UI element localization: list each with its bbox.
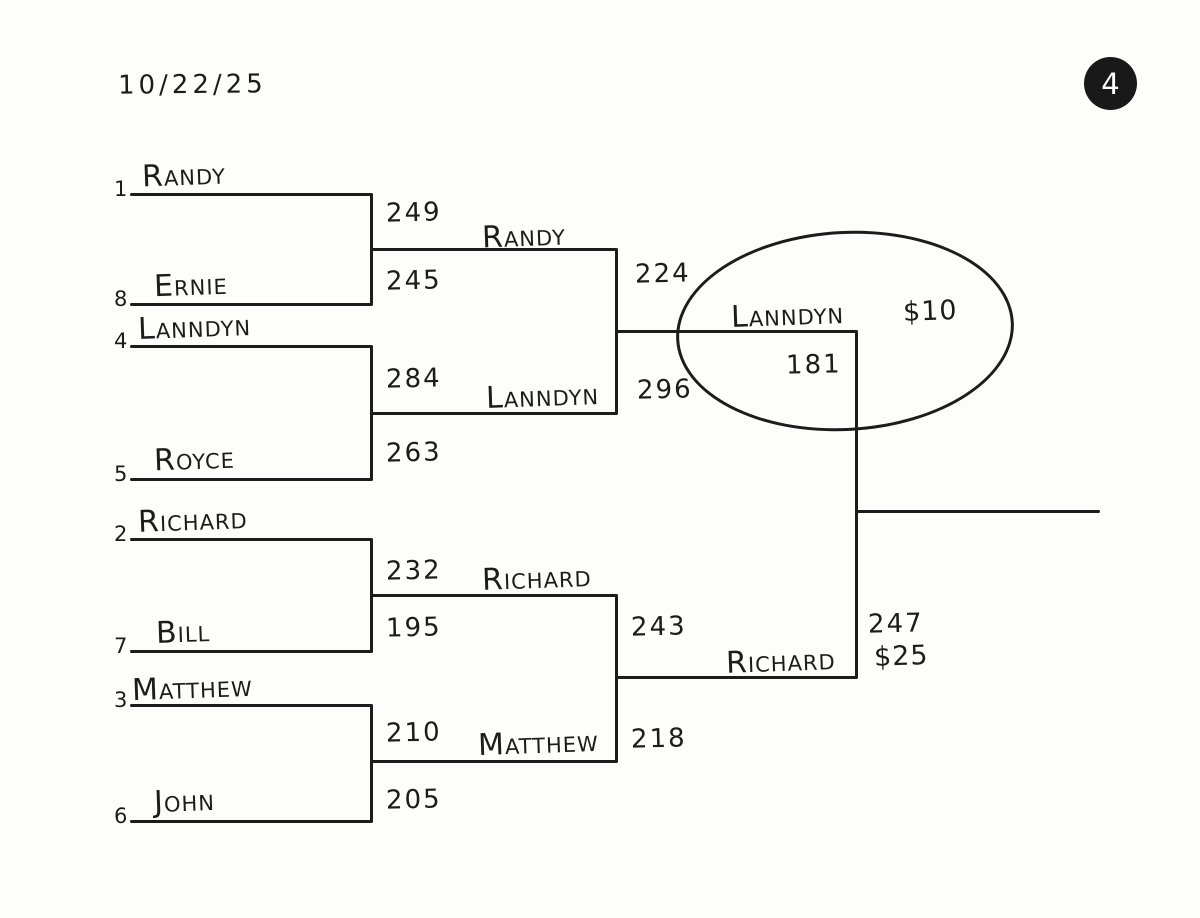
player-name-bill: Bill bbox=[155, 614, 211, 651]
score-sf1-top: 224 bbox=[634, 258, 691, 290]
sf2-player-bottom: Matthew bbox=[477, 723, 600, 764]
line-qf1-winner bbox=[370, 248, 617, 251]
line-sf2-winner bbox=[615, 676, 857, 679]
score-sf2-bottom: 218 bbox=[630, 723, 687, 755]
seed-number: 1 bbox=[114, 177, 128, 201]
sf1-player-top: Randy bbox=[481, 217, 567, 256]
seed-number: 2 bbox=[114, 522, 128, 546]
prize-richard: $25 bbox=[873, 640, 930, 673]
seed-number: 4 bbox=[114, 329, 128, 353]
score-qf2-top: 284 bbox=[385, 363, 442, 395]
page-number: 4 bbox=[1101, 66, 1120, 101]
date-label: 10/22/25 bbox=[117, 69, 267, 101]
line-seed4-lanndyn bbox=[130, 345, 372, 348]
line-seed6-john bbox=[130, 820, 372, 823]
sf2-player-top: Richard bbox=[481, 559, 593, 598]
final-score-richard: 247 bbox=[867, 608, 924, 640]
score-qf1-bottom: 245 bbox=[385, 265, 442, 297]
line-seed2-richard bbox=[130, 538, 372, 541]
score-qf3-top: 232 bbox=[385, 555, 442, 587]
score-sf2-top: 243 bbox=[630, 611, 687, 643]
seed-number: 6 bbox=[114, 804, 128, 828]
finalist-richard: Richard bbox=[725, 642, 837, 681]
line-qf3-winner bbox=[370, 594, 617, 597]
seed-number: 5 bbox=[114, 462, 128, 486]
score-sf1-bottom: 296 bbox=[636, 374, 693, 406]
player-name-ernie: Ernie bbox=[153, 266, 229, 305]
line-seed3-matthew bbox=[130, 704, 372, 707]
score-qf4-bottom: 205 bbox=[385, 784, 442, 816]
player-name-randy: Randy bbox=[141, 156, 227, 195]
line-seed7-bill bbox=[130, 650, 372, 653]
player-name-john: John bbox=[153, 782, 216, 821]
line-champion bbox=[855, 510, 1100, 513]
player-name-richard: Richard bbox=[137, 501, 249, 540]
connector-qf4 bbox=[370, 704, 373, 823]
score-qf4-top: 210 bbox=[385, 717, 442, 749]
line-qf4-winner bbox=[370, 760, 617, 763]
score-qf2-bottom: 263 bbox=[385, 437, 442, 469]
line-qf2-winner bbox=[370, 412, 617, 415]
player-name-lanndyn: Lanndyn bbox=[137, 308, 252, 347]
page-number-badge: 4 bbox=[1084, 57, 1137, 110]
line-seed5-royce bbox=[130, 478, 372, 481]
line-sf1-winner bbox=[615, 330, 857, 333]
sf1-player-bottom: Lanndyn bbox=[485, 377, 600, 416]
line-seed1-randy bbox=[130, 193, 372, 196]
seed-number: 8 bbox=[114, 287, 128, 311]
player-name-royce: Royce bbox=[153, 440, 236, 479]
player-name-matthew: Matthew bbox=[131, 668, 254, 709]
score-qf3-bottom: 195 bbox=[385, 612, 442, 644]
seed-number: 3 bbox=[114, 688, 128, 712]
score-qf1-top: 249 bbox=[385, 197, 442, 229]
line-seed8-ernie bbox=[130, 303, 372, 306]
seed-number: 7 bbox=[114, 634, 128, 658]
connector-final bbox=[855, 330, 858, 679]
winner-circle-annotation bbox=[670, 222, 1020, 440]
